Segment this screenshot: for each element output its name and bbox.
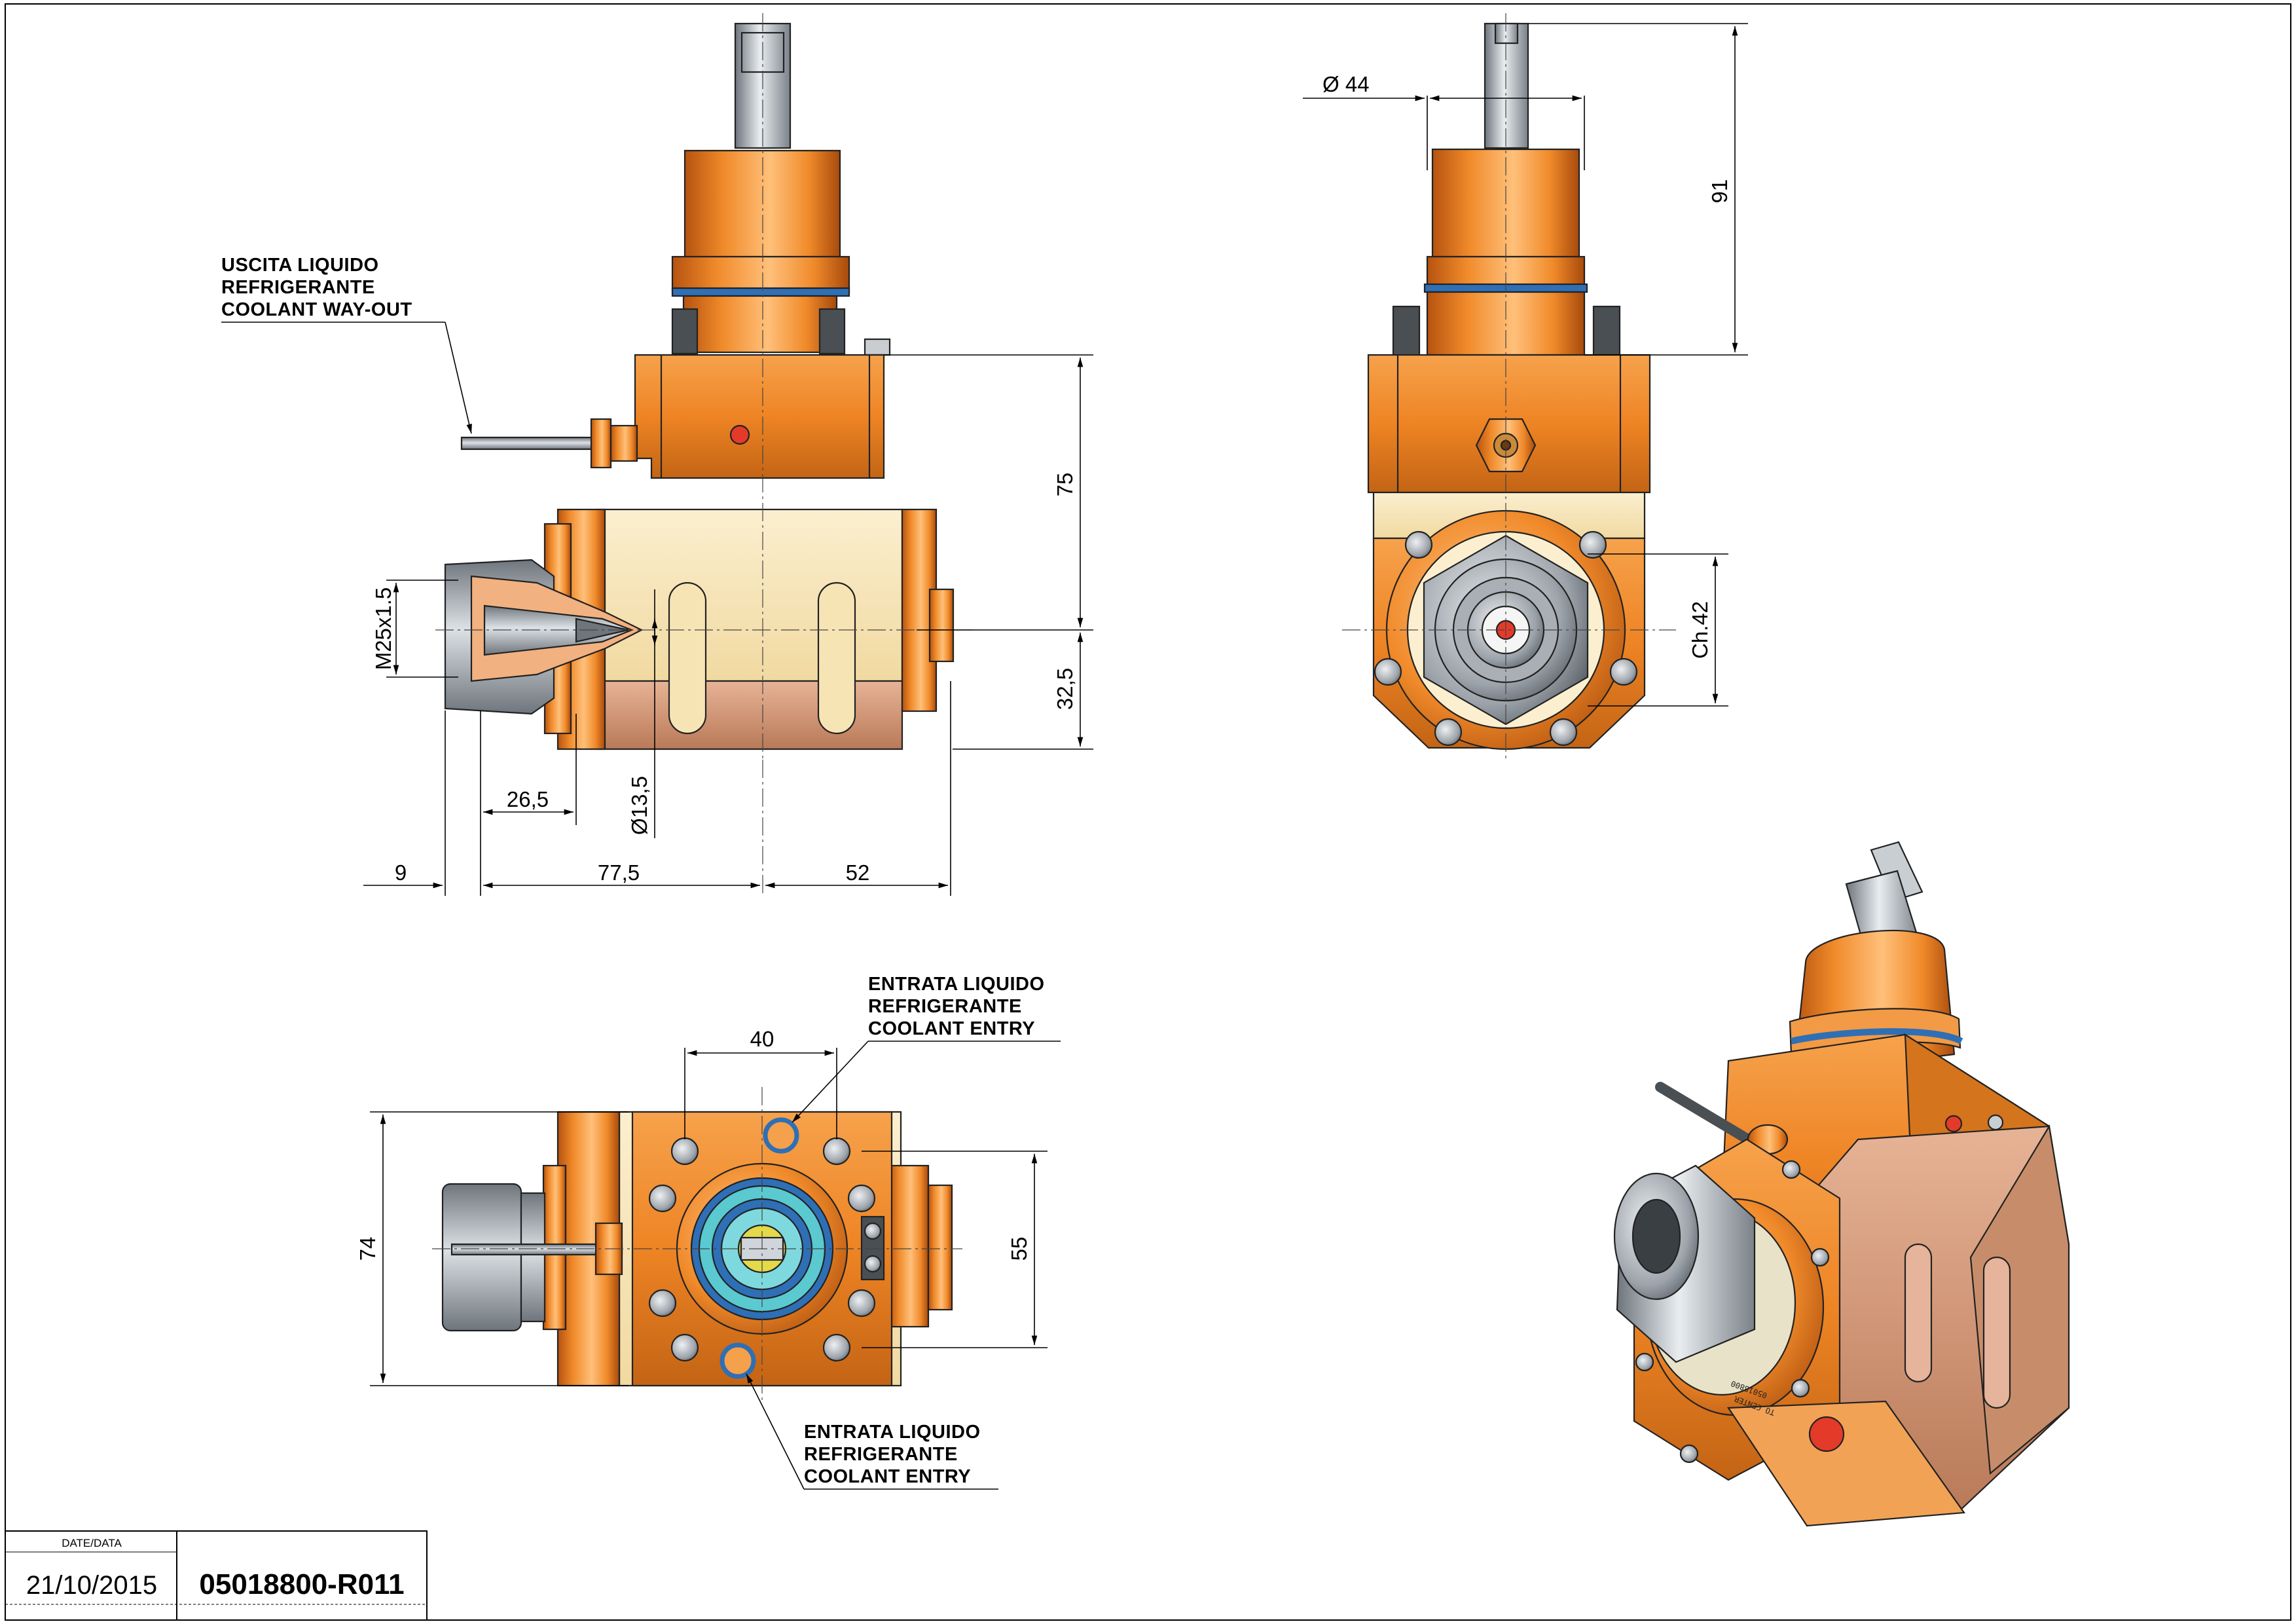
dim-ch-42: Ch.42 <box>1688 601 1712 659</box>
bolt-icon <box>648 1289 677 1318</box>
bolt-icon <box>670 1333 699 1362</box>
svg-text:REFRIGERANTE: REFRIGERANTE <box>868 996 1022 1017</box>
dim-52: 52 <box>846 860 870 885</box>
dim-74: 74 <box>355 1237 380 1261</box>
coolant-entry-port-bottom-icon <box>720 1342 756 1379</box>
svg-text:COOLANT WAY-OUT: COOLANT WAY-OUT <box>221 299 412 320</box>
bolt-icon <box>847 1289 876 1318</box>
side-housing <box>634 354 885 479</box>
dim-75: 75 <box>1053 473 1077 497</box>
svg-text:USCITA LIQUIDO: USCITA LIQUIDO <box>221 255 379 276</box>
title-block: DATE/DATA 21/10/2015 05018800-R011 <box>5 1530 428 1621</box>
dim-77-5: 77,5 <box>598 860 640 885</box>
drawing-code: 05018800-R011 <box>199 1568 404 1600</box>
note-coolant-entry-bottom: ENTRATA LIQUIDO REFRIGERANTE COOLANT ENT… <box>746 1373 998 1490</box>
screw-icon <box>1578 530 1607 559</box>
front-shaft <box>1484 22 1529 149</box>
note-coolant-entry-top: ENTRATA LIQUIDO REFRIGERANTE COOLANT ENT… <box>792 974 1061 1123</box>
diameter-icon: Ø <box>1322 72 1339 96</box>
side-view-dimensions: 75 32,5 M25x1.5 26,5 Ø13,5 9 77,5 52 <box>363 354 1093 896</box>
dim-dia-13-5: Ø13,5 <box>627 776 651 835</box>
dim-40: 40 <box>750 1027 774 1051</box>
dim-thread: M25x1.5 <box>371 587 395 671</box>
screw-icon <box>1549 718 1578 747</box>
screw-icon <box>1679 1444 1699 1464</box>
side-cream-body <box>594 508 903 682</box>
side-view <box>435 13 975 897</box>
dim-26-5: 26,5 <box>507 787 549 811</box>
svg-text:REFRIGERANTE: REFRIGERANTE <box>221 277 375 298</box>
dim-55: 55 <box>1007 1237 1031 1261</box>
svg-text:ENTRATA LIQUIDO: ENTRATA LIQUIDO <box>868 974 1045 995</box>
bolt-icon <box>648 1184 677 1213</box>
side-red-port-icon <box>729 424 750 445</box>
screw-icon <box>1791 1378 1810 1398</box>
svg-text:REFRIGERANTE: REFRIGERANTE <box>804 1444 958 1465</box>
screw-icon <box>1404 530 1433 559</box>
top-view <box>432 1087 962 1401</box>
drawing-date: 21/10/2015 <box>26 1571 157 1600</box>
bolt-icon <box>822 1137 851 1166</box>
bolt-icon <box>670 1137 699 1166</box>
note-coolant-way-out: USCITA LIQUIDO REFRIGERANTE COOLANT WAY-… <box>221 255 472 434</box>
top-view-dimensions: 40 74 55 <box>355 1027 1048 1386</box>
front-view <box>1342 13 1676 760</box>
screw-icon <box>1635 1352 1654 1372</box>
bolt-icon <box>822 1333 851 1362</box>
sheet-border <box>5 3 2291 1621</box>
dim-32-5: 32,5 <box>1053 668 1077 710</box>
side-oring <box>671 287 850 297</box>
dim-dia-44: Ø 44 <box>1322 72 1370 96</box>
screw-icon <box>1434 718 1463 747</box>
screw-icon <box>1810 1247 1830 1267</box>
screw-icon <box>1374 657 1402 686</box>
front-view-dimensions: Ø 44 91 Ch.42 <box>1303 23 1748 707</box>
dim-9: 9 <box>395 860 407 885</box>
screw-icon <box>1609 657 1638 686</box>
dim-91: 91 <box>1707 179 1732 204</box>
coolant-entry-port-top-icon <box>763 1117 799 1154</box>
isometric-view: 05018800 TO CENTER <box>1613 841 2070 1527</box>
svg-text:COOLANT ENTRY: COOLANT ENTRY <box>804 1466 971 1487</box>
svg-text:COOLANT ENTRY: COOLANT ENTRY <box>868 1018 1035 1039</box>
top-collet-nut <box>441 1183 522 1332</box>
svg-text:ENTRATA LIQUIDO: ENTRATA LIQUIDO <box>804 1422 981 1443</box>
screw-icon <box>1781 1160 1801 1179</box>
iso-red-port-icon <box>1808 1416 1845 1452</box>
date-label: DATE/DATA <box>62 1537 122 1549</box>
bolt-icon <box>847 1184 876 1213</box>
diameter-icon: Ø <box>627 818 651 835</box>
